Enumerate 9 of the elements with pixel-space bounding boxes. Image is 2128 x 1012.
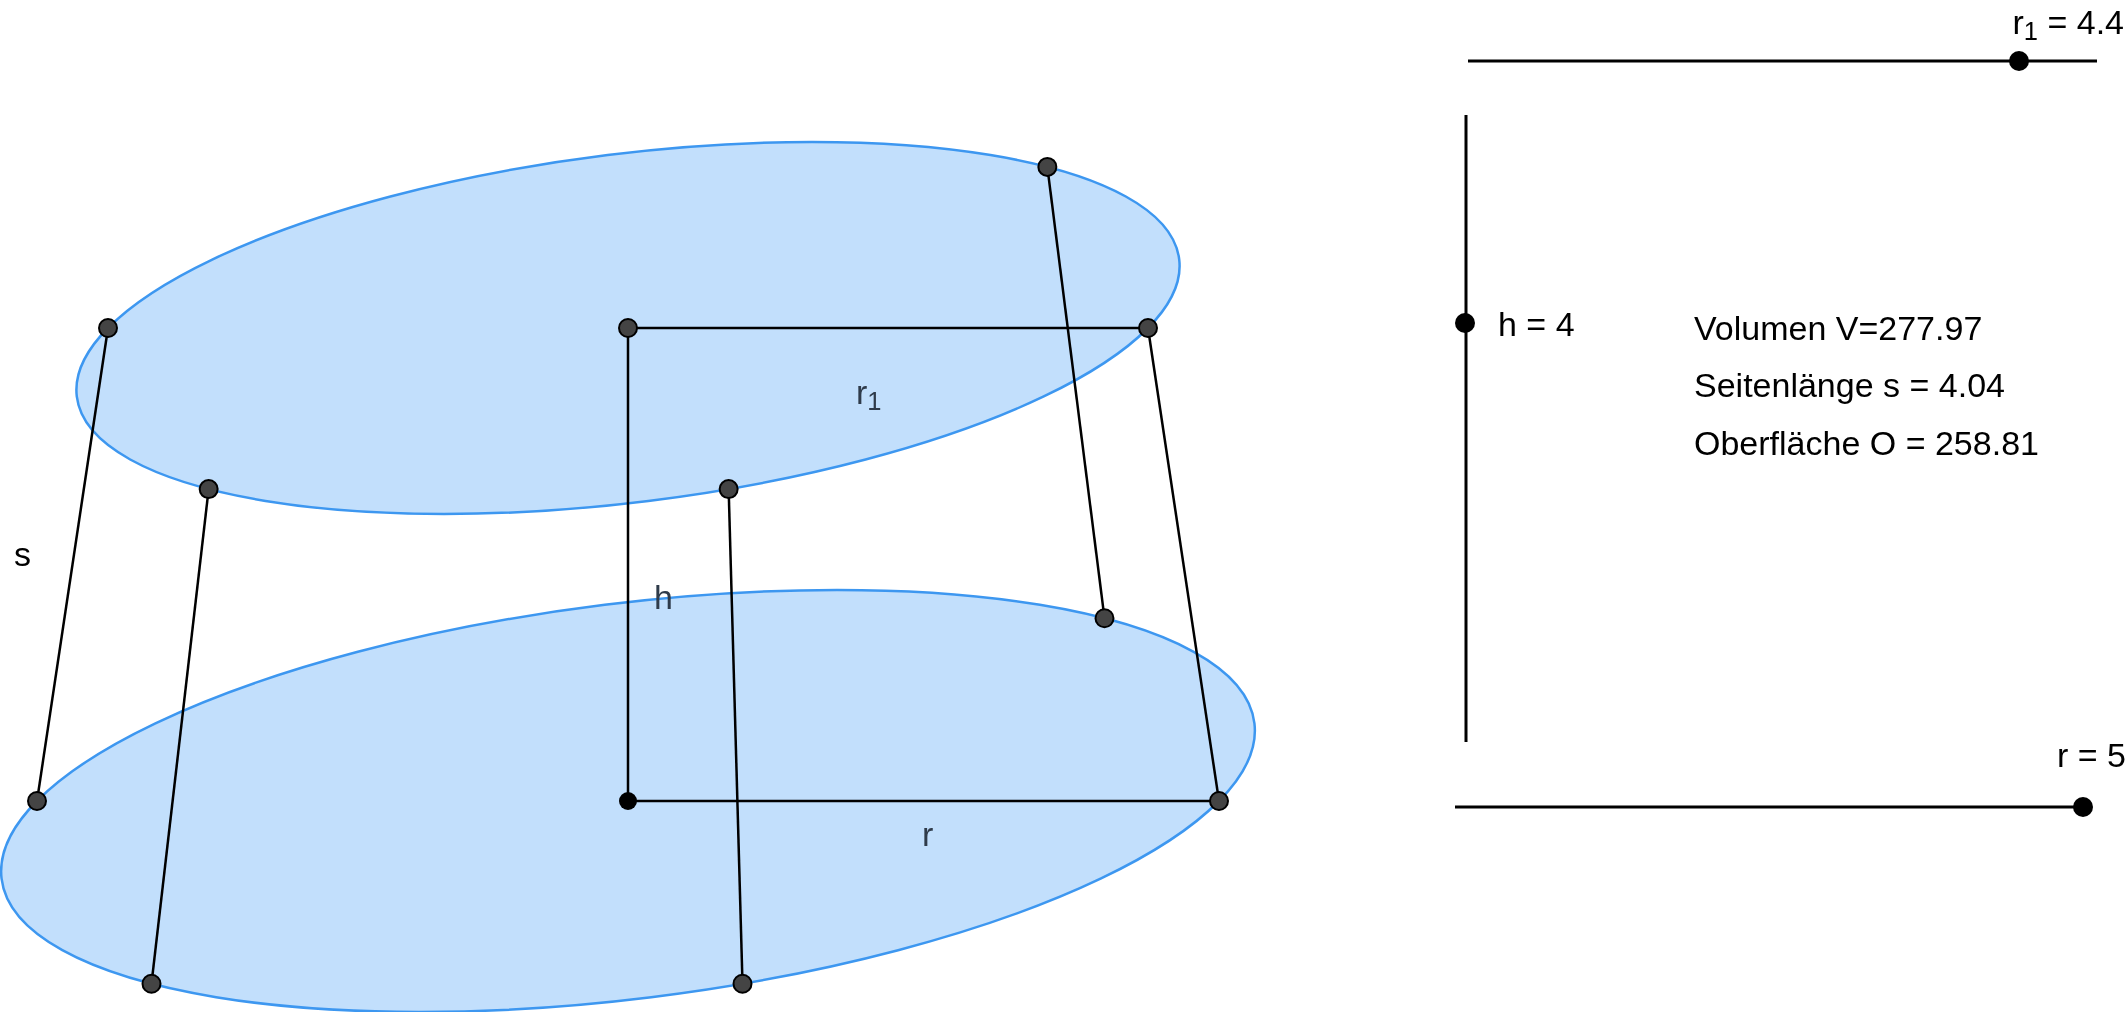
segment-label: r$_{1}$ xyxy=(856,372,882,414)
slider-value-label: r$_{1}$ = 4.4 xyxy=(2012,2,2124,44)
slider-value-label: r = 5 xyxy=(2057,735,2126,776)
slider-value-label: h = 4 xyxy=(1498,304,1575,345)
segment-label: s xyxy=(14,534,31,575)
result-text: Seitenlänge s = 4.04 xyxy=(1694,365,2005,406)
result-text: Volumen V=277.97 xyxy=(1694,308,1983,349)
segment-label: r xyxy=(922,814,934,855)
result-text: Oberfläche O = 258.81 xyxy=(1694,423,2039,464)
